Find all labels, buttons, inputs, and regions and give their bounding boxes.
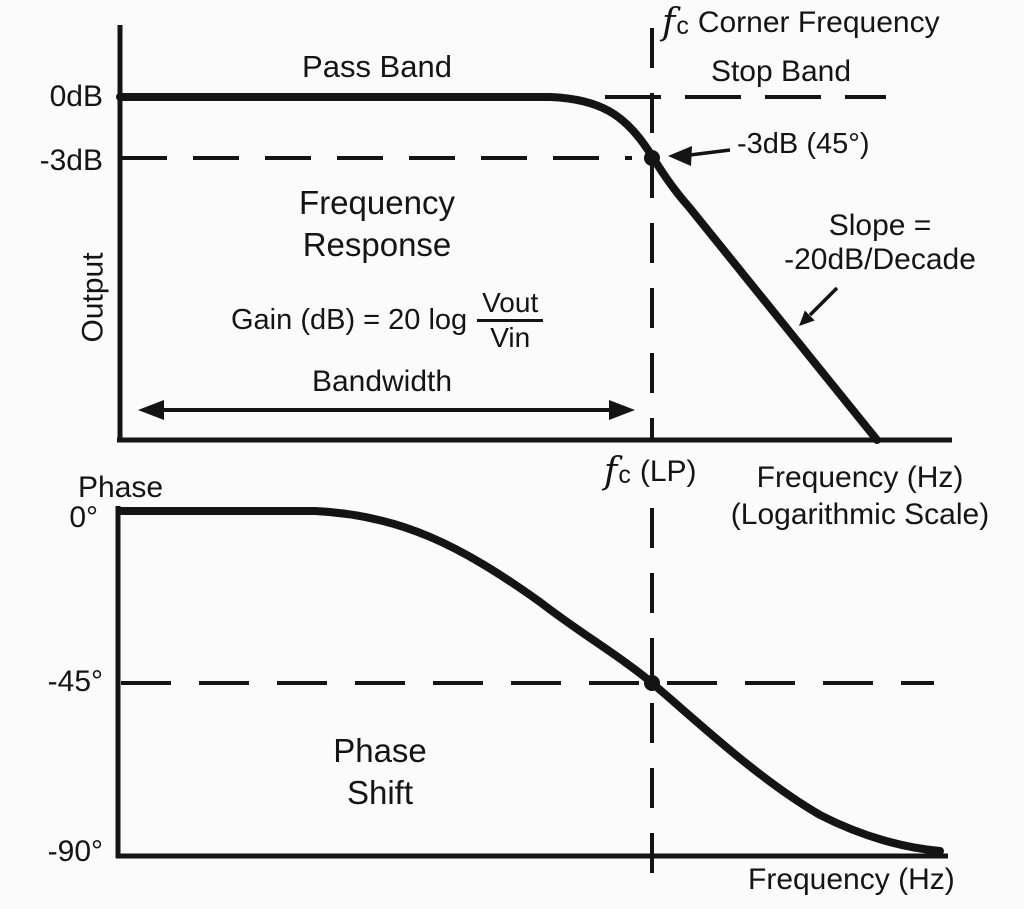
fc-lp-text: (LP)	[639, 455, 697, 488]
slope-label: Slope = -20dB/Decade	[772, 209, 988, 277]
phase-shift-title-line2: Shift	[346, 774, 414, 811]
gain-ylabel-output: Output	[76, 252, 110, 343]
frequency-response-title-line1: Frequency	[299, 184, 455, 221]
slope-label-line2: -20dB/Decade	[784, 243, 976, 276]
gain-tick-0db: 0dB	[49, 80, 103, 113]
gain-xaxis-label: Frequency (Hz) (Logarithmic Scale)	[728, 459, 992, 533]
corner-frequency-label: f c Corner Frequency	[662, 2, 940, 43]
minus3db-callout-label: -3dB (45°)	[737, 128, 870, 160]
fc-lp-subscript: c	[618, 461, 631, 489]
stop-band-label: Stop Band	[710, 55, 852, 88]
frequency-response-title-line2: Response	[302, 226, 452, 263]
fc-symbol: f	[662, 2, 676, 43]
gain-formula: Gain (dB) = 20 log Vout Vin	[231, 288, 544, 353]
bandwidth-arrow-right-head	[609, 400, 635, 420]
slope-arrow-shaft	[808, 286, 839, 317]
phase-shift-title: Phase Shift	[298, 730, 462, 814]
gain-curve	[116, 93, 881, 444]
gain-formula-lhs: Gain (dB) = 20 log	[231, 304, 468, 336]
gain-formula-fraction: Vout Vin	[477, 288, 544, 353]
minus3db-point	[644, 150, 660, 166]
phase-tick-minus90deg: -90°	[47, 835, 103, 868]
gain-formula-denominator: Vin	[490, 322, 531, 353]
frequency-response-title: Frequency Response	[277, 182, 477, 266]
gain-tick-minus3db: -3dB	[39, 144, 103, 177]
pass-band-label: Pass Band	[302, 49, 452, 84]
fc-subscript: c	[676, 12, 689, 40]
slope-arrow-head	[799, 310, 815, 326]
slope-label-line1: Slope =	[828, 209, 932, 242]
gain-xaxis-label-line2: (Logarithmic Scale)	[730, 498, 990, 531]
phase-shift-title-line1: Phase	[333, 732, 427, 769]
minus3db-arrow-shaft	[689, 148, 731, 157]
gain-xaxis-label-line1: Frequency (Hz)	[756, 461, 964, 494]
minus3db-arrow-head	[668, 146, 692, 166]
minus45-point	[644, 675, 660, 691]
phase-tick-0deg: 0°	[69, 501, 98, 534]
gain-formula-numerator: Vout	[477, 288, 544, 322]
corner-frequency-text: Corner Frequency	[697, 6, 940, 39]
bandwidth-arrow-left-head	[138, 400, 164, 420]
fc-lp-symbol: f	[604, 451, 618, 492]
phase-ylabel: Phase	[78, 471, 164, 504]
fc-lp-label: f c (LP)	[604, 451, 697, 492]
bandwidth-label: Bandwidth	[311, 365, 453, 398]
phase-xaxis-label: Frequency (Hz)	[748, 863, 955, 896]
phase-tick-minus45deg: -45°	[47, 665, 103, 698]
